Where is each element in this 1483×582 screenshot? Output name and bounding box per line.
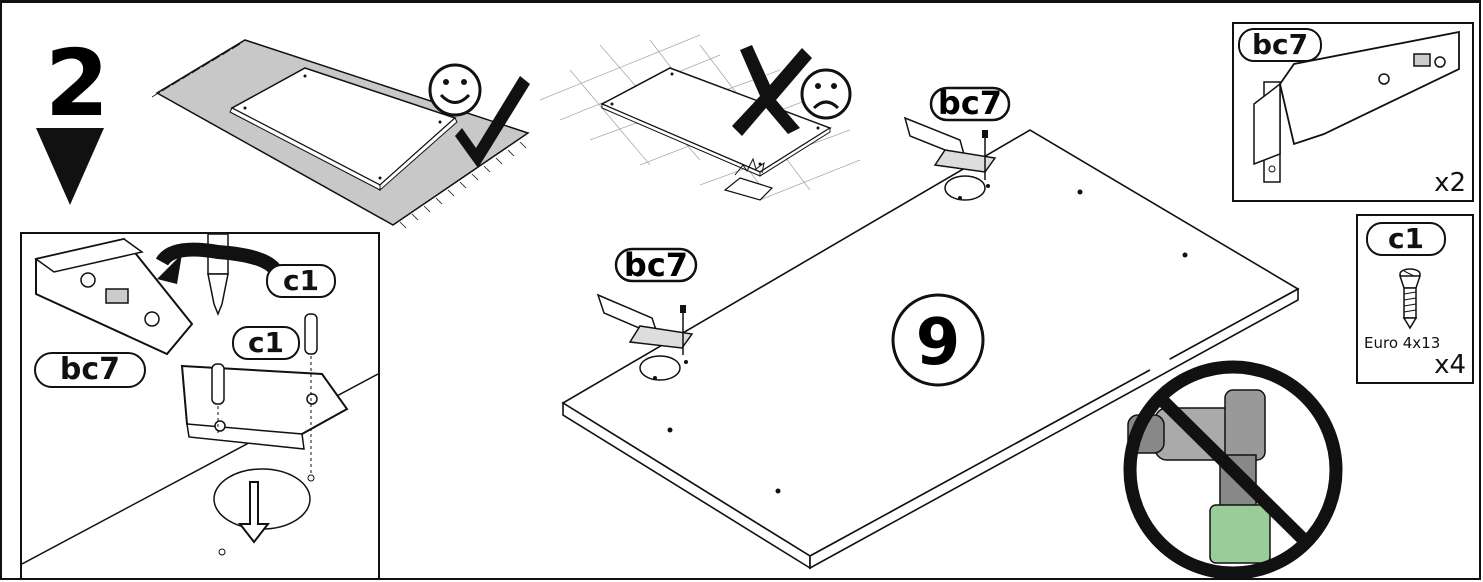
hinge-label-badge-left [614,247,698,283]
parts-box-screw: c1 Euro 4x13 x4 [1356,214,1474,384]
screw-label-badge-upper: c1 [266,264,336,298]
hinge-label-badge-top [929,86,1011,122]
screw-part-description: Euro 4x13 [1364,334,1441,352]
checkmark-icon [455,76,530,168]
happy-face-icon [428,63,482,117]
hinge-label-left: bc7 [624,246,688,284]
hinge-top-illustration [903,116,997,201]
hinge-part-quantity: x2 [1434,168,1466,198]
step-arrow-icon [36,128,104,205]
hinge-part-illustration [1253,30,1460,183]
hinge-label-badge-closeup: bc7 [34,352,146,388]
hinge-closeup-illustration [22,234,378,565]
screw-part-quantity: x4 [1434,350,1466,380]
hinge-closeup-panel: c1 c1 bc7 [20,232,380,580]
panel-number-badge [891,293,985,387]
hinge-left-illustration [596,293,694,381]
panel-flat-illustration [600,67,832,201]
sad-face-icon [800,68,852,120]
panel-on-rug-illustration [151,39,530,229]
no-power-drill-icon [1123,360,1343,580]
hinge-part-code: bc7 [1238,28,1322,62]
cross-mark-icon [732,45,812,136]
screw-label-badge-lower: c1 [232,326,300,360]
screw-part-illustration [1398,268,1422,330]
screw-part-code: c1 [1366,222,1446,256]
panel-number: 9 [916,306,961,380]
step-number: 2 [45,30,109,137]
parts-box-hinge: bc7 x2 [1232,22,1474,202]
hinge-label-top: bc7 [938,84,1002,122]
